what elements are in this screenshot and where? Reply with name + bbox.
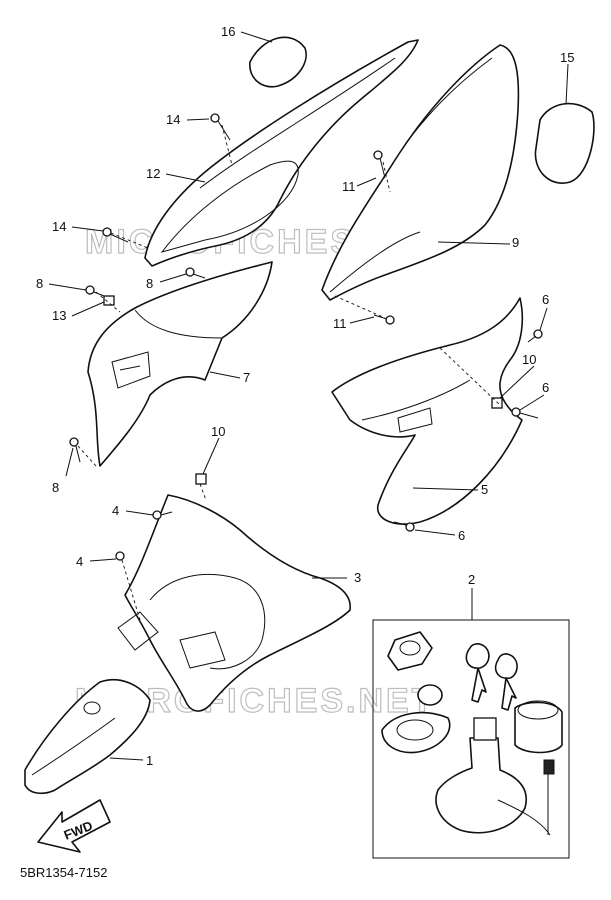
callout-11-upper: 11	[342, 179, 356, 194]
callout-10-right: 10	[522, 352, 536, 367]
bolt-14-lower	[102, 227, 129, 243]
nut-10-right	[491, 397, 503, 409]
lower-cover-5	[331, 297, 524, 525]
callout-16: 16	[221, 24, 235, 39]
nut-13	[103, 295, 115, 306]
callout-13: 13	[52, 308, 66, 323]
callout-9: 9	[512, 235, 519, 250]
bolt-11-lower	[373, 314, 395, 325]
callout-8-left: 8	[36, 276, 43, 291]
fwd-arrow	[37, 799, 111, 853]
callout-8-bottom: 8	[52, 480, 59, 495]
callout-3: 3	[354, 570, 361, 585]
key-left	[465, 643, 490, 703]
callout-8-top: 8	[146, 276, 153, 291]
callout-6-mid: 6	[542, 380, 549, 395]
callout-14-lower: 14	[52, 219, 66, 234]
callout-15: 15	[560, 50, 574, 65]
bolt-8-top	[185, 267, 206, 279]
cover-1	[24, 678, 151, 795]
inner-panel-3	[124, 494, 351, 712]
main-switch	[435, 737, 527, 834]
decal-16	[249, 36, 307, 88]
bolt-4-lower	[115, 551, 141, 621]
callout-6-top: 6	[542, 292, 549, 307]
fuel-cap-lock	[417, 684, 443, 706]
callout-10-left: 10	[211, 424, 225, 439]
bolt-4-upper	[152, 510, 173, 520]
bolt-6-top	[527, 329, 543, 343]
callout-7: 7	[243, 370, 250, 385]
lower-cover-7	[87, 261, 273, 467]
bolt-8-left	[85, 285, 105, 297]
callout-4-upper: 4	[112, 503, 119, 518]
lock-set-box	[372, 619, 570, 859]
callout-1: 1	[146, 753, 153, 768]
callout-2: 2	[468, 572, 475, 587]
callout-11-lower: 11	[333, 316, 347, 331]
decal-15	[534, 102, 595, 184]
nut-10-left	[195, 473, 207, 485]
callout-6-bottom: 6	[458, 528, 465, 543]
callout-14-upper: 14	[166, 112, 180, 127]
bolt-8-bottom	[69, 437, 81, 463]
seat-lock	[387, 631, 433, 671]
side-cover-9	[321, 44, 520, 301]
callout-12: 12	[146, 166, 160, 181]
bolt-11-upper	[373, 150, 386, 179]
diagram-code: 5BR1354-7152	[20, 865, 108, 880]
bolt-14-upper	[210, 113, 231, 141]
callout-4-lower: 4	[76, 554, 83, 569]
callout-5: 5	[481, 482, 488, 497]
bolt-6-bottom	[393, 521, 415, 532]
helmet-lock	[514, 701, 563, 754]
side-cover-12	[144, 39, 419, 267]
key-right	[494, 653, 518, 711]
bolt-6-mid	[511, 407, 521, 417]
